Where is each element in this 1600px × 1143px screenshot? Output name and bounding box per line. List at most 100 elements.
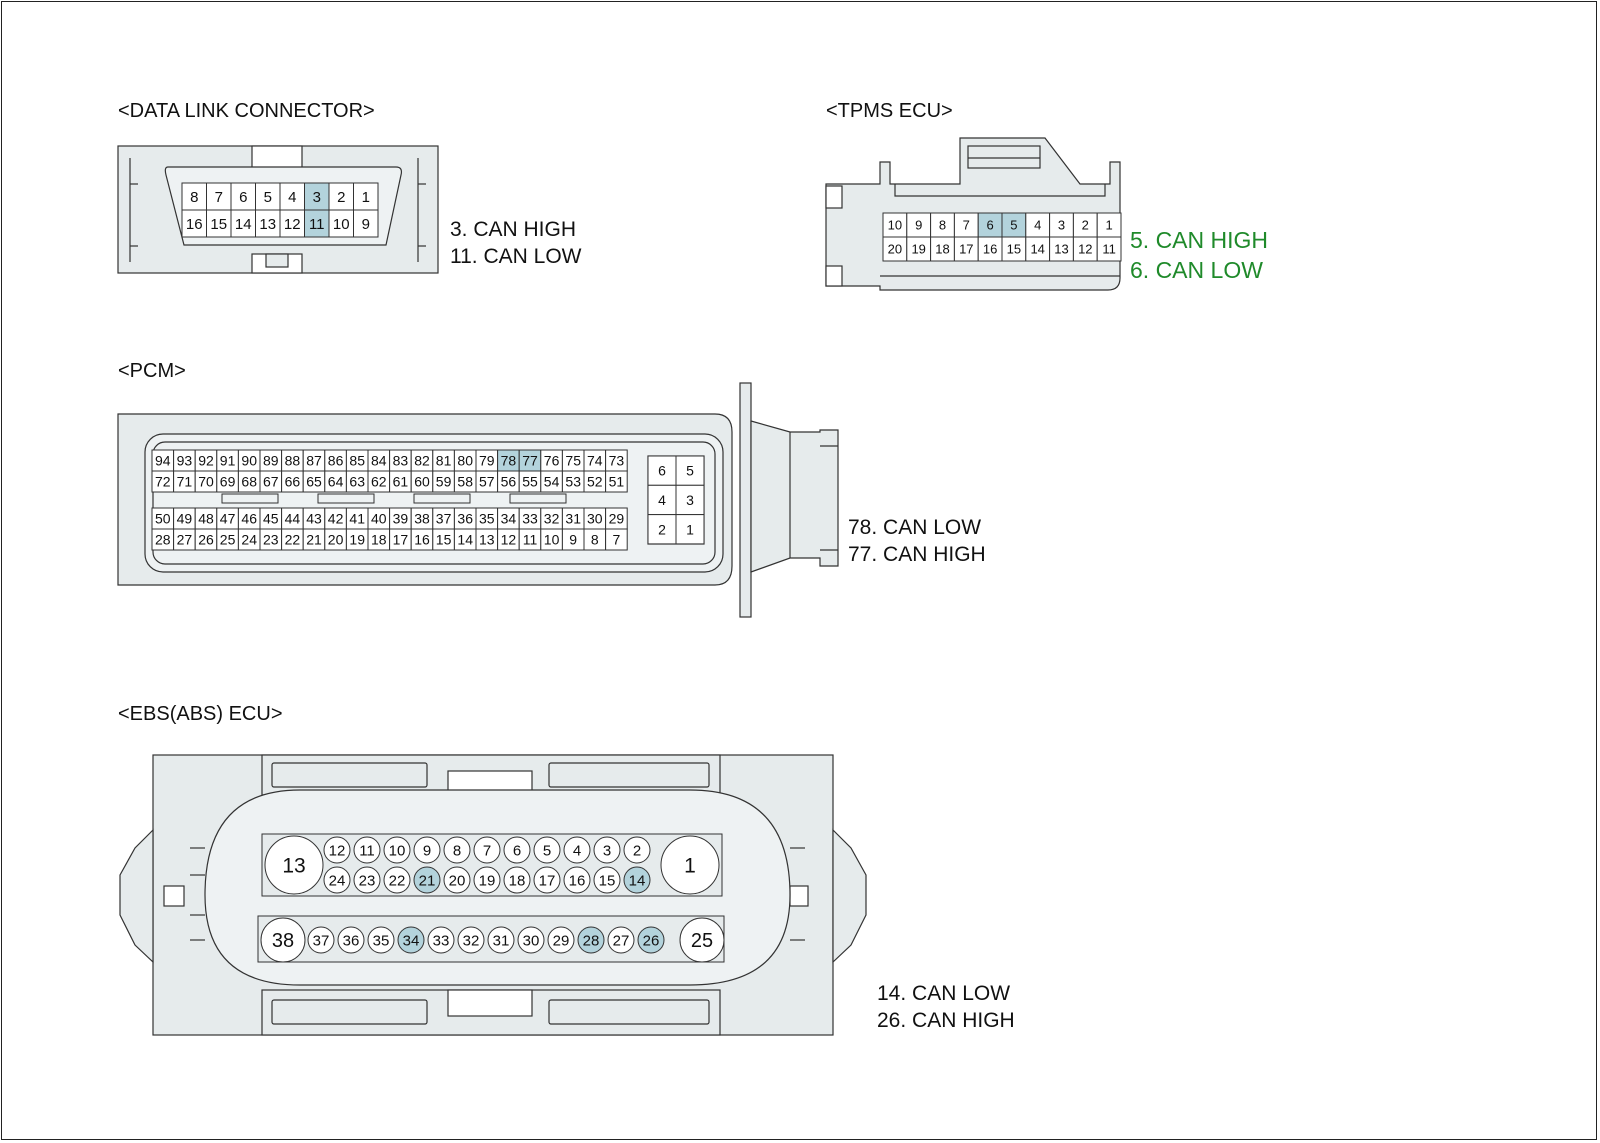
ebs-pin-6: 6 [513, 842, 521, 859]
pcm-pin-69: 69 [220, 474, 236, 490]
ebs-pin-33-circle [427, 926, 455, 954]
dlc-pin-8: 8 [190, 189, 198, 206]
pcm-pin-6-cell [647, 455, 677, 486]
tpms-pin-4: 4 [1034, 218, 1041, 233]
pcm-pin-27: 27 [177, 532, 193, 548]
ebs-pin-16-circle [563, 866, 591, 894]
ebs-pin-15: 15 [599, 872, 616, 889]
ebs-pin-21-circle [413, 866, 441, 894]
ebs-pin-2-circle [623, 836, 651, 864]
dlc-pin-4: 4 [288, 189, 296, 206]
ebs-pin-4: 4 [573, 842, 581, 859]
pcm-title: <PCM> [118, 360, 186, 382]
pcm-pin-72: 72 [155, 474, 171, 490]
ebs-pin-11: 11 [359, 842, 375, 859]
tpms-note-can-low: 6. CAN LOW [1130, 257, 1263, 283]
dlc-pin-16: 16 [186, 216, 203, 233]
pcm-pin-39: 39 [393, 511, 409, 527]
tpms-pin-17: 17 [959, 242, 973, 257]
tpms-pin-11-cell [1096, 236, 1122, 262]
pcm-pin-57: 57 [479, 474, 495, 490]
pcm-notes: 78. CAN LOW 77. CAN HIGH [848, 514, 986, 568]
pcm-pin-77: 77 [522, 453, 538, 469]
pcm-pin-81: 81 [436, 453, 452, 469]
pcm-pin-64: 64 [328, 474, 344, 490]
ebs-pin-21: 21 [419, 872, 436, 889]
ebs-pin-4-circle [563, 836, 591, 864]
pcm-pin-68: 68 [241, 474, 257, 490]
pcm-pin-23: 23 [263, 532, 279, 548]
pcm-pin-59: 59 [436, 474, 452, 490]
pcm-pin-91: 91 [220, 453, 236, 469]
ebs-pin-10-circle [383, 836, 411, 864]
pcm-pin-7-cell [605, 528, 628, 551]
ebs-notes: 14. CAN LOW 26. CAN HIGH [877, 980, 1015, 1034]
tpms-pin-14: 14 [1030, 242, 1044, 257]
dlc-title: <DATA LINK CONNECTOR> [118, 100, 375, 122]
ebs-pin-32: 32 [463, 932, 480, 949]
pcm-pin-1: 1 [686, 521, 694, 537]
pcm-pin-3: 3 [686, 492, 694, 508]
ebs-pin-12-circle [323, 836, 351, 864]
pcm-pin-70: 70 [198, 474, 214, 490]
tpms-pin-11: 11 [1102, 242, 1116, 257]
pcm-pin-65: 65 [306, 474, 322, 490]
pcm-pin-31: 31 [565, 511, 581, 527]
ebs-pin-35: 35 [373, 932, 390, 949]
ebs-note-can-high: 26. CAN HIGH [877, 1009, 1015, 1032]
dlc-pin-15: 15 [210, 216, 227, 233]
pcm-pin-50: 50 [155, 511, 171, 527]
dlc-note-can-low: 11. CAN LOW [450, 245, 582, 268]
pcm-pin-20: 20 [328, 532, 344, 548]
tpms-pin-15: 15 [1007, 242, 1021, 257]
pcm-pin-17: 17 [393, 532, 409, 548]
ebs-pin-30: 30 [523, 932, 540, 949]
pcm-pin-63: 63 [349, 474, 365, 490]
ebs-pin-35-circle [367, 926, 395, 954]
pcm-note-can-low: 78. CAN LOW [848, 516, 982, 539]
tpms-pin-18: 18 [935, 242, 949, 257]
tpms-title: <TPMS ECU> [826, 100, 953, 122]
pcm-pin-11: 11 [523, 532, 538, 548]
pcm-pin-7: 7 [613, 532, 621, 548]
ebs-pin-38-circle [260, 917, 306, 963]
pcm-pin-84: 84 [371, 453, 387, 469]
pcm-pin-1-cell [675, 514, 705, 545]
ebs-pin-10: 10 [389, 842, 406, 859]
pcm-pin-86: 86 [328, 453, 344, 469]
pcm-pin-14: 14 [457, 532, 473, 548]
pcm-pin-2-cell [647, 514, 677, 545]
ebs-pin-23: 23 [359, 872, 376, 889]
ebs-pin-25: 25 [691, 930, 713, 952]
pcm-pin-49: 49 [177, 511, 193, 527]
ebs-pin-18-circle [503, 866, 531, 894]
pcm-pin-18: 18 [371, 532, 387, 548]
ebs-pin-18: 18 [509, 872, 526, 889]
pcm-note-can-high: 77. CAN HIGH [848, 543, 986, 566]
ebs-pin-6-circle [503, 836, 531, 864]
tpms-pin-5: 5 [1010, 218, 1017, 233]
pcm-pin-90: 90 [241, 453, 257, 469]
dlc-pin-7-cell [206, 182, 232, 211]
ebs-pin-33: 33 [433, 932, 450, 949]
ebs-pin-1-circle [660, 835, 720, 895]
dlc-notes: 3. CAN HIGH 11. CAN LOW [450, 216, 581, 270]
ebs-pin-20-circle [443, 866, 471, 894]
pcm-pin-53: 53 [565, 474, 581, 490]
ebs-pin-34-circle [397, 926, 425, 954]
ebs-pin-12: 12 [329, 842, 346, 859]
pcm-pin-52: 52 [587, 474, 603, 490]
pcm-pin-79: 79 [479, 453, 495, 469]
ebs-pin-24: 24 [329, 872, 346, 889]
pcm-pin-5-cell [675, 455, 705, 486]
dlc-pin-4-cell [279, 182, 305, 211]
tpms-pin-1: 1 [1105, 218, 1112, 233]
dlc-pin-6-cell [230, 182, 256, 211]
pcm-pin-93: 93 [177, 453, 193, 469]
dlc-pin-2-cell [328, 182, 354, 211]
